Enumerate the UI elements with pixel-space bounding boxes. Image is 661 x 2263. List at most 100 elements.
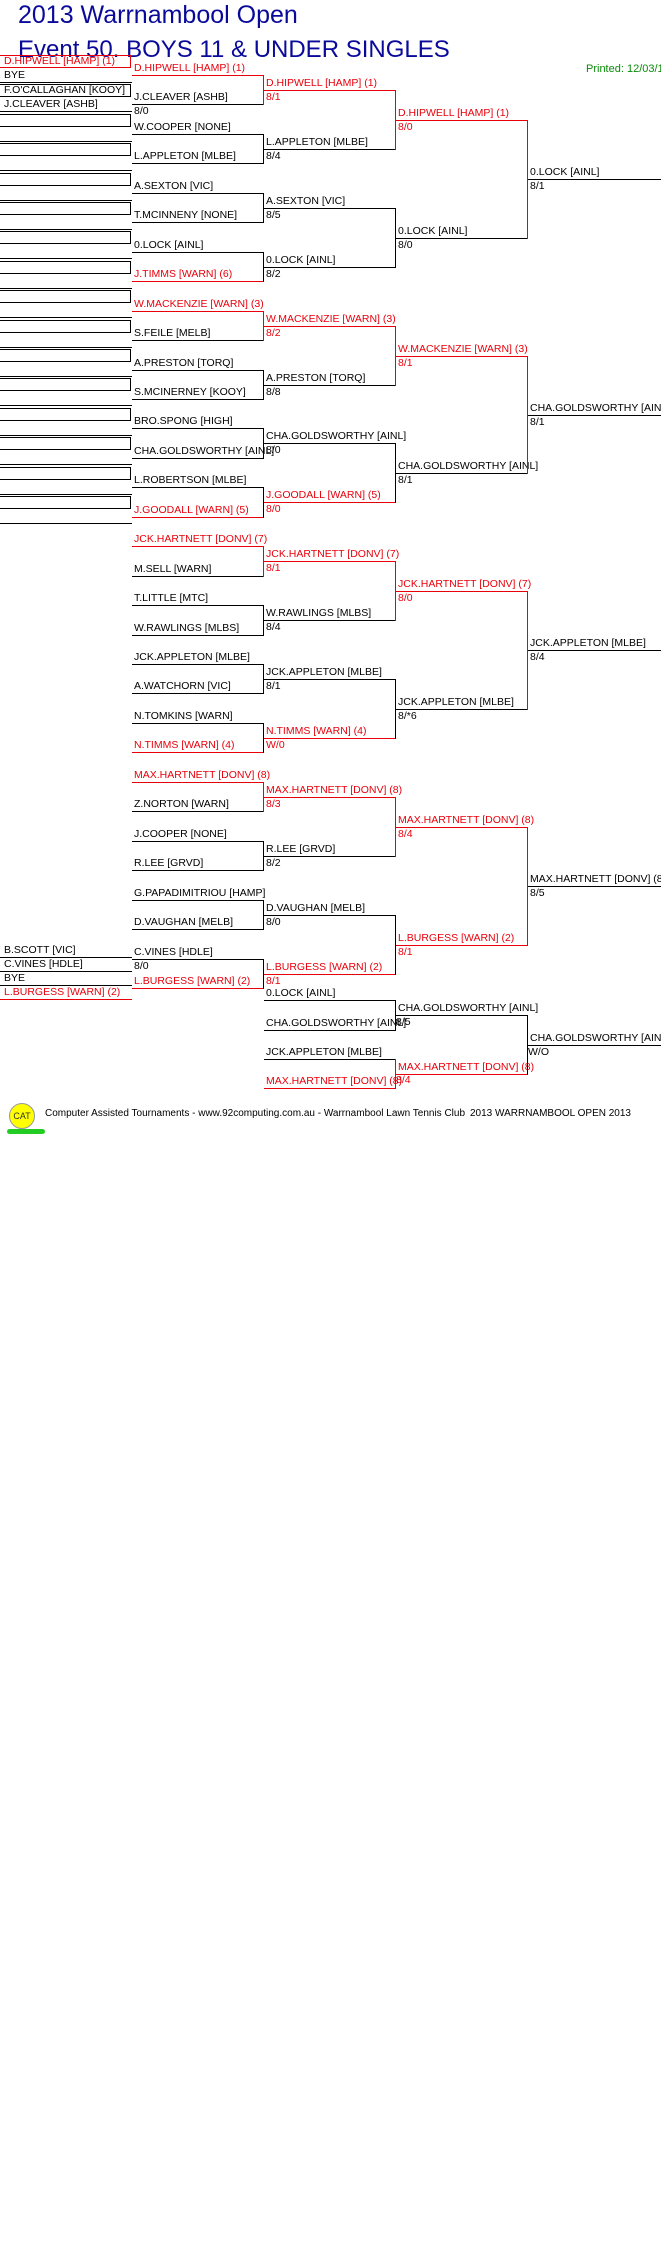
footer-credit: Computer Assisted Tournaments - www.92co… xyxy=(45,1108,466,1119)
round2-line xyxy=(132,104,264,105)
round2-score: 8/0 xyxy=(134,105,149,117)
playoff-line xyxy=(264,1088,396,1089)
semifinal-player: 0.LOCK [AINL] xyxy=(530,166,600,178)
round2-player: S.MCINERNEY [KOOY] xyxy=(134,386,246,398)
round3-line xyxy=(264,561,396,562)
round1-player: BYE xyxy=(4,69,26,81)
quarterfinal-bracket xyxy=(527,356,528,474)
round2-line xyxy=(132,517,264,518)
round3-line xyxy=(264,208,396,209)
round2-player: Z.NORTON [WARN] xyxy=(134,798,229,810)
round2-bracket xyxy=(263,546,264,577)
round1-line xyxy=(0,229,132,230)
round3-bracket xyxy=(395,208,396,268)
round3-player: CHA.GOLDSWORTHY [AINL] xyxy=(266,430,407,442)
round2-player: W.RAWLINGS [MLBS] xyxy=(134,622,240,634)
round1-line xyxy=(0,346,132,348)
round2-line xyxy=(132,546,264,547)
quarterfinal-bracket xyxy=(527,827,528,946)
round3-score: 8/4 xyxy=(266,621,281,633)
quarterfinal-score: 8/4 xyxy=(398,828,413,840)
quarterfinal-player: JCK.HARTNETT [DONV] (7) xyxy=(398,578,532,590)
playoff-bracket xyxy=(527,1015,528,1075)
round3-player: R.LEE [GRVD] xyxy=(266,843,336,855)
round1-line xyxy=(0,405,132,407)
round2-bracket xyxy=(263,252,264,282)
round2-player: CHA.GOLDSWORTHY [AINL] xyxy=(134,445,275,457)
round3-player: A.SEXTON [VIC] xyxy=(266,195,346,207)
round1-line xyxy=(0,464,132,466)
quarterfinal-score: 8/*6 xyxy=(398,710,417,722)
quarterfinal-bracket xyxy=(527,591,528,710)
round2-bracket xyxy=(263,723,264,753)
round2-player: T.MCINNENY [NONE] xyxy=(134,209,238,221)
playoff-line xyxy=(264,1030,396,1031)
quarterfinal-player: D.HIPWELL [HAMP] (1) xyxy=(398,107,510,119)
playoff-score: 8/5 xyxy=(396,1016,411,1028)
round3-bracket xyxy=(395,679,396,739)
round3-score: 8/0 xyxy=(266,444,281,456)
round2-line xyxy=(132,281,264,282)
semifinal-player: MAX.HARTNETT [DONV] (8 xyxy=(530,873,661,885)
playoff-bracket xyxy=(395,1059,396,1089)
round3-player: MAX.HARTNETT [DONV] (8) xyxy=(266,784,403,796)
semifinal-line xyxy=(528,179,661,180)
playoff-line xyxy=(264,1000,396,1001)
round1-match-box xyxy=(0,407,131,421)
quarterfinal-score: 8/1 xyxy=(398,474,413,486)
playoff-player: MAX.HARTNETT [DONV] (8) xyxy=(266,1075,403,1087)
round2-player: A.PRESTON [TORQ] xyxy=(134,357,234,369)
round2-bracket xyxy=(263,370,264,400)
round1-match-box xyxy=(0,496,131,509)
round1-line xyxy=(0,985,132,986)
quarterfinal-score: 8/0 xyxy=(398,239,413,251)
round2-player: JCK.HARTNETT [DONV] (7) xyxy=(134,533,268,545)
round1-player: BYE xyxy=(4,972,26,984)
round1-match-box xyxy=(0,231,131,245)
round3-line xyxy=(264,974,396,975)
round3-player: D.HIPWELL [HAMP] (1) xyxy=(266,77,378,89)
round2-line xyxy=(132,428,264,429)
round3-bracket xyxy=(395,797,396,857)
round2-line xyxy=(132,222,264,223)
quarterfinal-score: 8/1 xyxy=(398,357,413,369)
round1-line xyxy=(0,111,132,113)
cat-logo-text: CAT xyxy=(13,1111,31,1121)
round2-line xyxy=(132,311,264,312)
round3-score: 8/1 xyxy=(266,975,281,987)
round2-player: D.HIPWELL [HAMP] (1) xyxy=(134,62,246,74)
round2-line xyxy=(132,811,264,812)
round3-line xyxy=(264,620,396,621)
round3-line xyxy=(264,267,396,268)
round1-match-box xyxy=(0,143,131,157)
round2-line xyxy=(132,193,264,194)
round3-player: W.MACKENZIE [WARN] (3) xyxy=(266,313,396,325)
round2-player: A.WATCHORN [VIC] xyxy=(134,680,231,692)
round2-player: S.FEILE [MELB] xyxy=(134,327,211,339)
round2-player: MAX.HARTNETT [DONV] (8) xyxy=(134,769,271,781)
round2-bracket xyxy=(263,193,264,223)
round3-line xyxy=(264,679,396,680)
round3-score: 8/5 xyxy=(266,209,281,221)
semifinal-line xyxy=(528,650,661,651)
round2-player: A.SEXTON [VIC] xyxy=(134,180,214,192)
round1-match-box xyxy=(0,466,131,480)
round3-player: L.BURGESS [WARN] (2) xyxy=(266,961,383,973)
round3-line xyxy=(264,149,396,150)
round1-match-box xyxy=(0,260,131,274)
round2-line xyxy=(132,664,264,665)
quarterfinal-line xyxy=(396,945,528,946)
round1-player: F.O'CALLAGHAN [KOOY] xyxy=(4,84,126,97)
semifinal-score: 8/1 xyxy=(530,416,545,428)
round2-player: R.LEE [GRVD] xyxy=(134,857,204,869)
round3-player: J.GOODALL [WARN] (5) xyxy=(266,489,381,501)
round1-match-box xyxy=(0,378,131,392)
round2-line xyxy=(132,723,264,724)
round2-line xyxy=(132,163,264,164)
round3-line xyxy=(264,856,396,857)
semifinal-player: JCK.APPLETON [MLBE] xyxy=(530,637,646,649)
round1-line xyxy=(0,258,132,260)
round3-line xyxy=(264,443,396,444)
round2-line xyxy=(132,870,264,871)
quarterfinal-player: MAX.HARTNETT [DONV] (8) xyxy=(398,814,535,826)
